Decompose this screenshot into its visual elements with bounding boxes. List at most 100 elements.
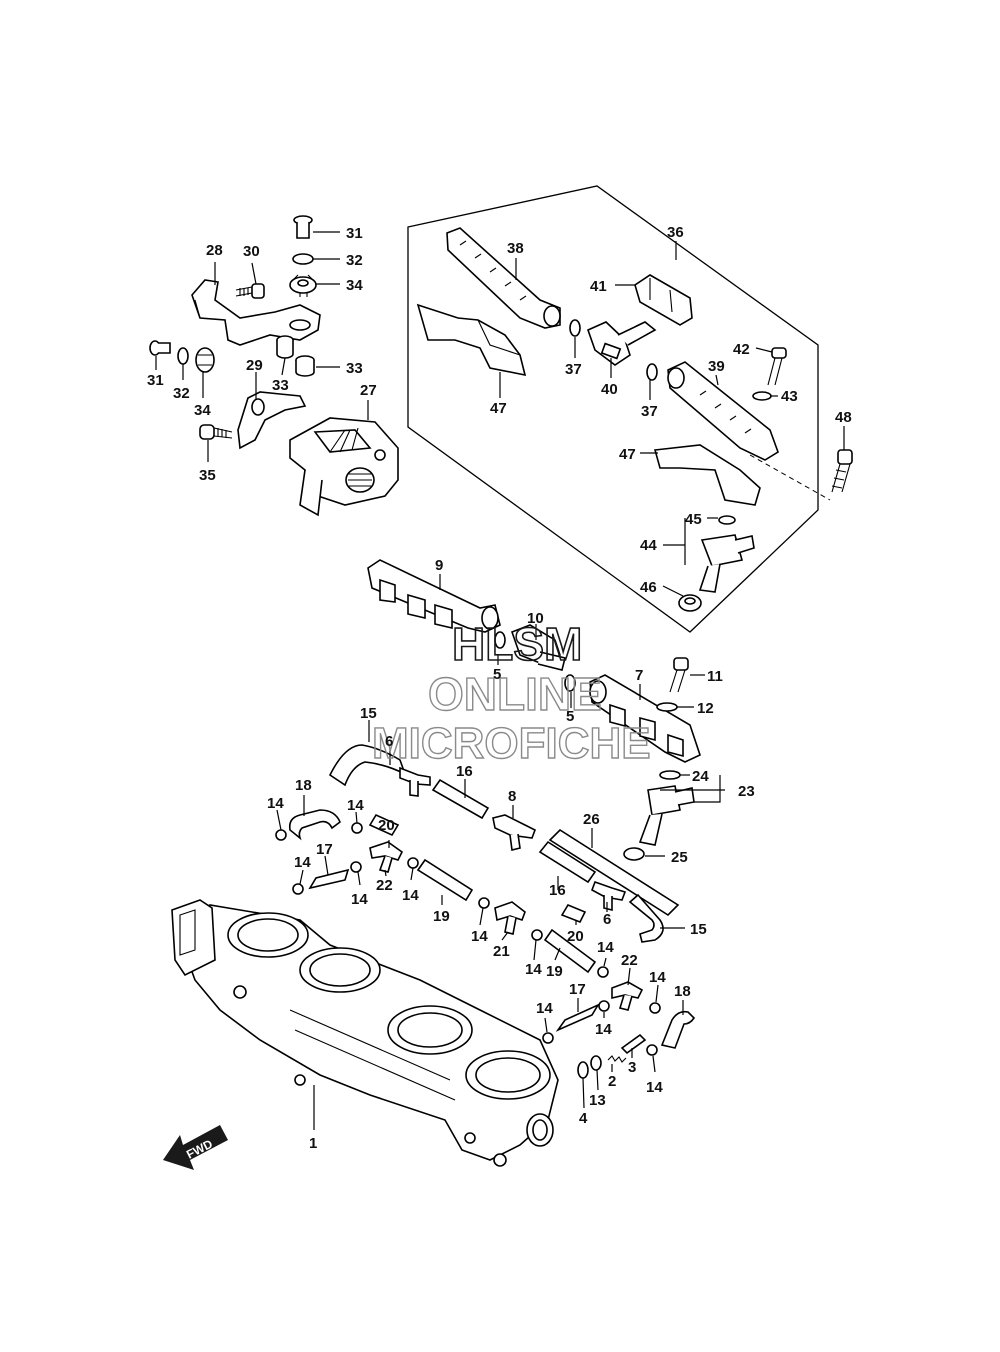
part-label-32: 32	[346, 252, 363, 269]
hose-18-lower	[660, 1010, 696, 1049]
part-label-22: 22	[621, 952, 638, 969]
part-label-17: 17	[316, 841, 333, 858]
part-label-5: 5	[566, 708, 574, 725]
joint-10	[510, 624, 566, 671]
part-label-33: 33	[272, 377, 289, 394]
bolt-35	[199, 424, 233, 440]
clamp-41	[634, 274, 693, 326]
fwd-arrow: FWD	[163, 1125, 228, 1170]
part-label-21: 21	[493, 943, 510, 960]
part-label-37: 37	[565, 361, 582, 378]
fuel-rail-38	[446, 227, 561, 329]
washer-32-left	[177, 347, 189, 365]
watermark: HLSM ONLINE MICROFICHE	[371, 617, 651, 769]
part-label-35: 35	[199, 467, 216, 484]
joint-40	[587, 321, 657, 366]
fuel-rail-39	[667, 361, 779, 461]
part-label-46: 46	[640, 579, 657, 596]
part-label-13: 13	[589, 1092, 606, 1109]
grommet-34-left	[195, 347, 215, 373]
clip-14-h	[597, 966, 609, 978]
actuator-27	[289, 417, 399, 517]
screw-31-left	[149, 340, 171, 356]
o-ring-37-left	[569, 319, 581, 337]
part-label-43: 43	[781, 388, 798, 405]
part-label-47: 47	[490, 400, 507, 417]
fuel-rail-lower-parts	[367, 559, 701, 861]
clip-14-i	[649, 1002, 661, 1014]
part-labels: 31 32 34 28 30 31 32 34 29 33 33 27 35 3…	[147, 224, 852, 1152]
fuel-rail-7	[589, 674, 701, 763]
part-label-31: 31	[147, 372, 164, 389]
o-ring-45	[718, 515, 736, 525]
clip-14-a	[275, 829, 287, 841]
part-label-14: 14	[649, 969, 666, 986]
bracket-assembly	[149, 215, 399, 517]
part-label-6: 6	[603, 911, 611, 928]
hose-19-lower	[543, 928, 597, 974]
part-label-41: 41	[590, 278, 607, 295]
part-label-16: 16	[456, 763, 473, 780]
washer-12	[656, 702, 678, 712]
part-label-40: 40	[601, 381, 618, 398]
clip-14-g	[531, 929, 543, 941]
part-label-30: 30	[243, 243, 260, 260]
protector-47-lower	[653, 444, 761, 506]
dashed-line-48	[749, 454, 831, 501]
part-label-33: 33	[346, 360, 363, 377]
clip-14-e	[407, 857, 419, 869]
part-label-27: 27	[360, 382, 377, 399]
part-label-14: 14	[536, 1000, 553, 1017]
part-label-6: 6	[385, 733, 393, 750]
part-label-23: 23	[738, 783, 755, 800]
watermark-line1: HLSM	[452, 618, 582, 670]
part-label-44: 44	[640, 537, 657, 554]
grommet-34-top	[289, 274, 317, 297]
part-label-14: 14	[525, 961, 542, 978]
part-label-10: 10	[527, 610, 544, 627]
fuel-rail-assembly-box	[407, 185, 819, 633]
part-label-15: 15	[690, 921, 707, 938]
part-label-15: 15	[360, 705, 377, 722]
part-label-14: 14	[294, 854, 311, 871]
joint-6-lower	[591, 880, 627, 912]
part-label-8: 8	[508, 788, 516, 805]
part-label-18: 18	[295, 777, 312, 794]
part-label-20: 20	[567, 928, 584, 945]
bolt-11	[669, 657, 689, 693]
part-label-28: 28	[206, 242, 223, 259]
hose-parts	[275, 744, 696, 1079]
clip-14-l	[646, 1044, 658, 1056]
part-label-29: 29	[246, 357, 263, 374]
part-label-42: 42	[733, 341, 750, 358]
protector-47-upper	[416, 303, 527, 377]
part-label-12: 12	[697, 700, 714, 717]
watermark-line3: MICROFICHE	[372, 719, 651, 768]
part-label-7: 7	[635, 667, 643, 684]
hose-17-upper	[308, 868, 350, 890]
part-label-24: 24	[692, 768, 709, 785]
part-label-16: 16	[549, 882, 566, 899]
hose-26	[548, 828, 680, 917]
hose-18-upper	[288, 809, 341, 841]
part-label-14: 14	[646, 1079, 663, 1096]
hose-17-lower	[555, 1003, 601, 1032]
clip-14-d	[350, 861, 362, 873]
bolt-30	[235, 283, 265, 299]
part-label-3: 3	[628, 1059, 636, 1076]
seal-25	[623, 847, 645, 861]
part-label-14: 14	[402, 887, 419, 904]
part-label-34: 34	[346, 277, 363, 294]
bracket-29	[237, 391, 307, 450]
part-label-20: 20	[378, 817, 395, 834]
injector-44	[698, 534, 755, 593]
bracket-28	[191, 279, 321, 346]
injector-23	[638, 785, 695, 846]
part-label-19: 19	[433, 908, 450, 925]
joint-6-upper	[399, 766, 431, 797]
part-label-1: 1	[309, 1135, 317, 1152]
part-label-14: 14	[267, 795, 284, 812]
part-label-2: 2	[608, 1073, 616, 1090]
part-label-4: 4	[579, 1110, 588, 1127]
